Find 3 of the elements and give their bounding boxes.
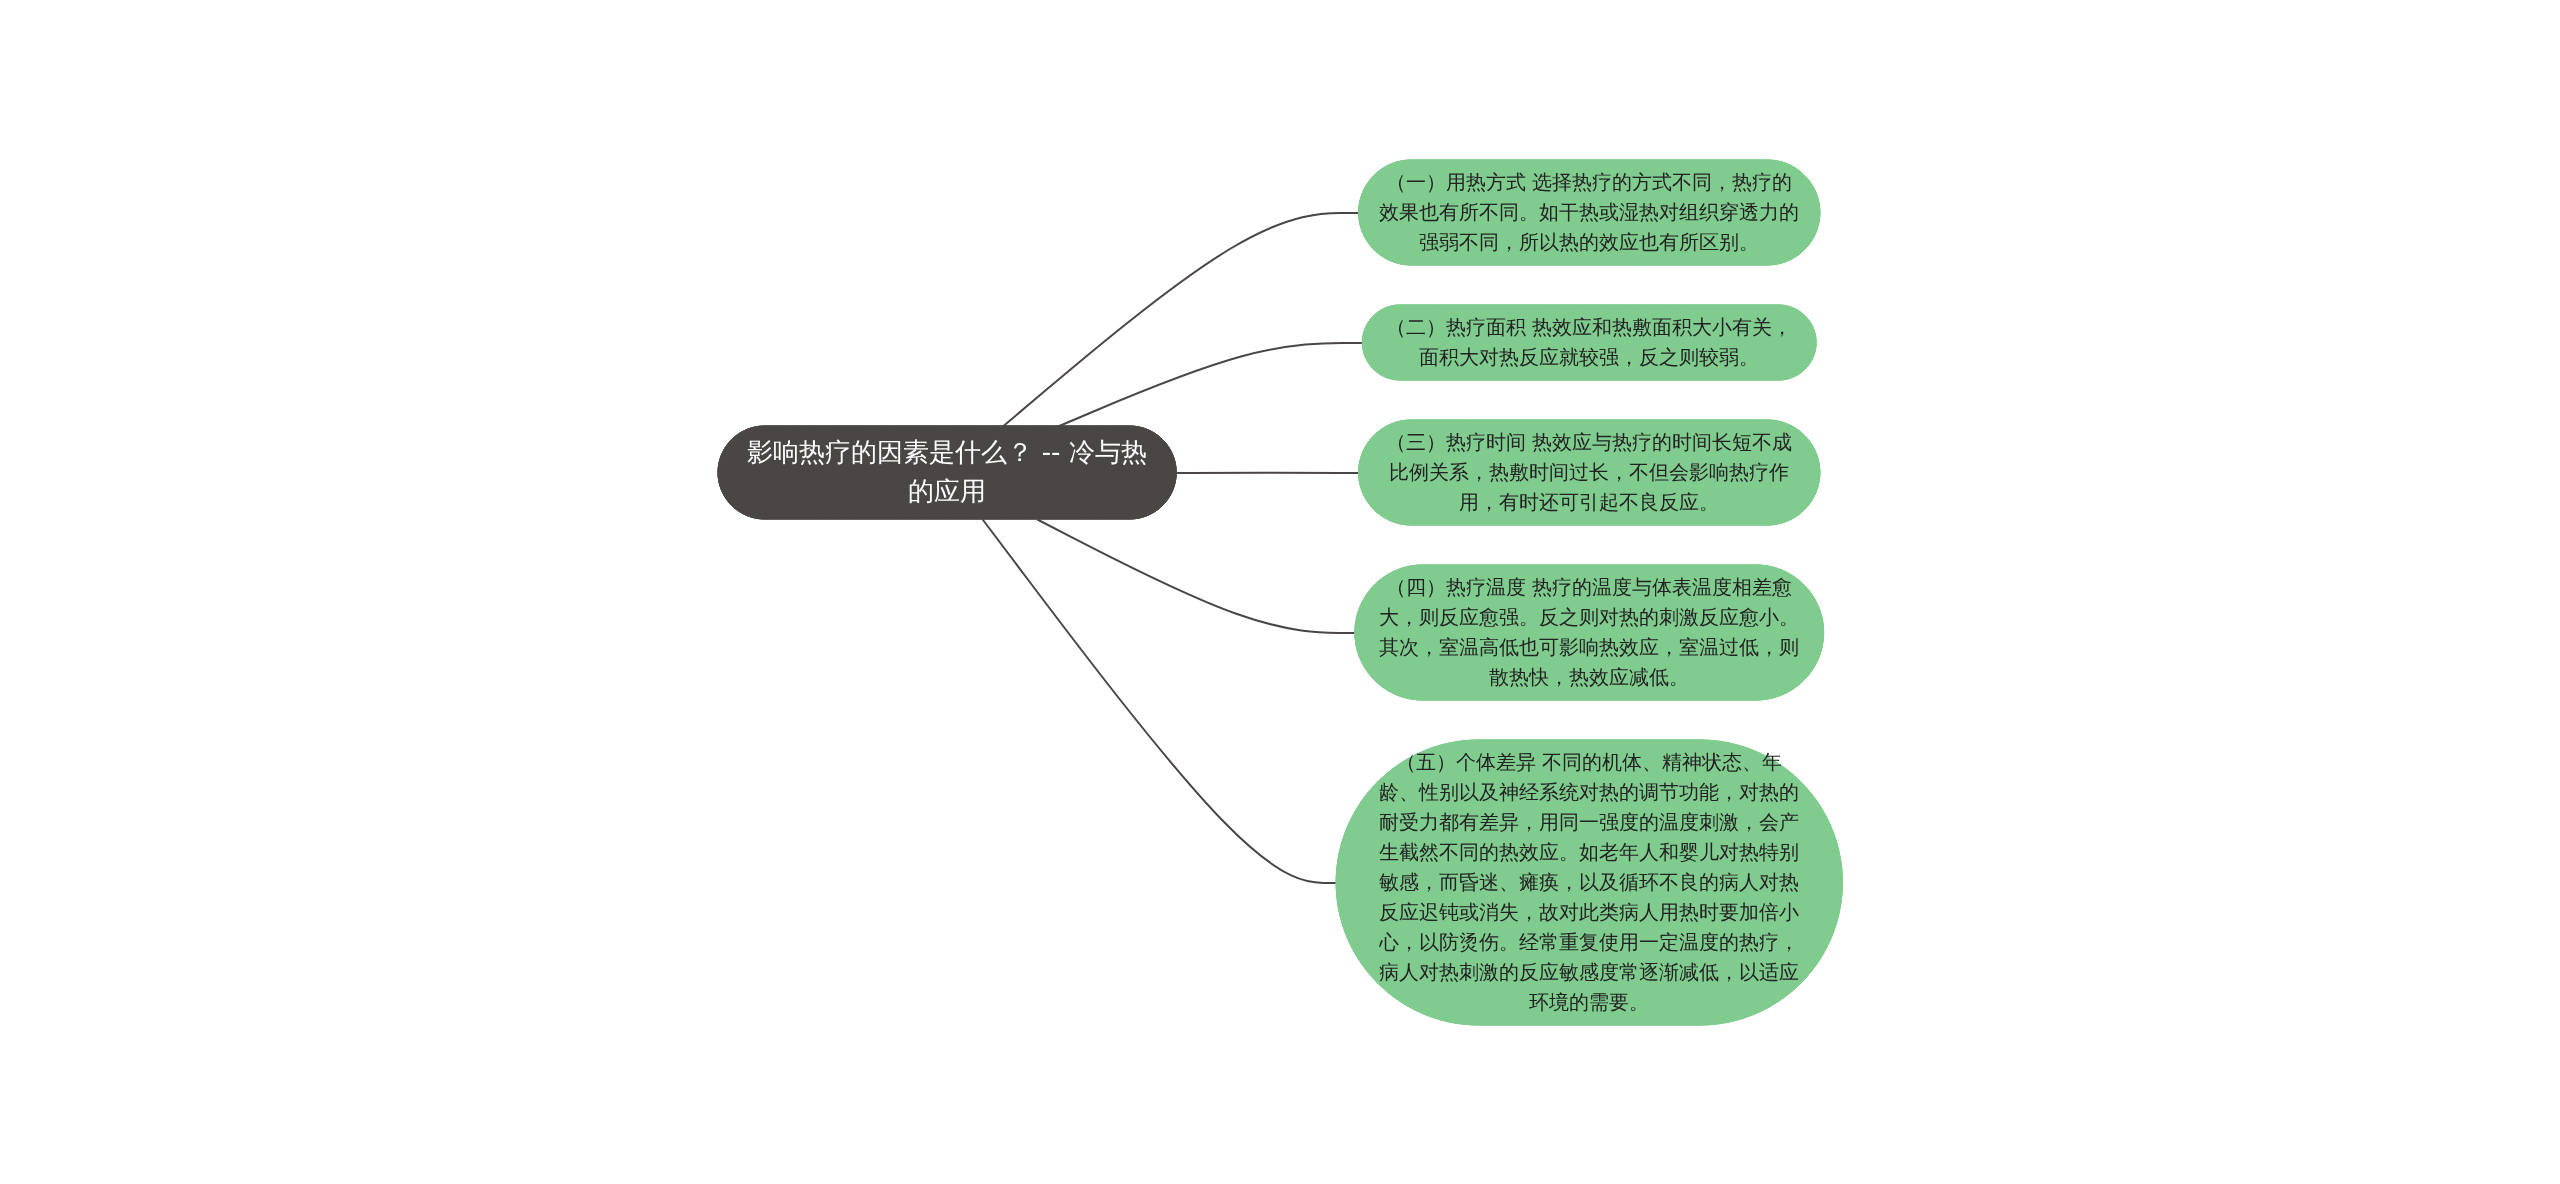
connector	[981, 518, 1338, 884]
connector	[1175, 471, 1360, 474]
connector	[1001, 211, 1360, 427]
